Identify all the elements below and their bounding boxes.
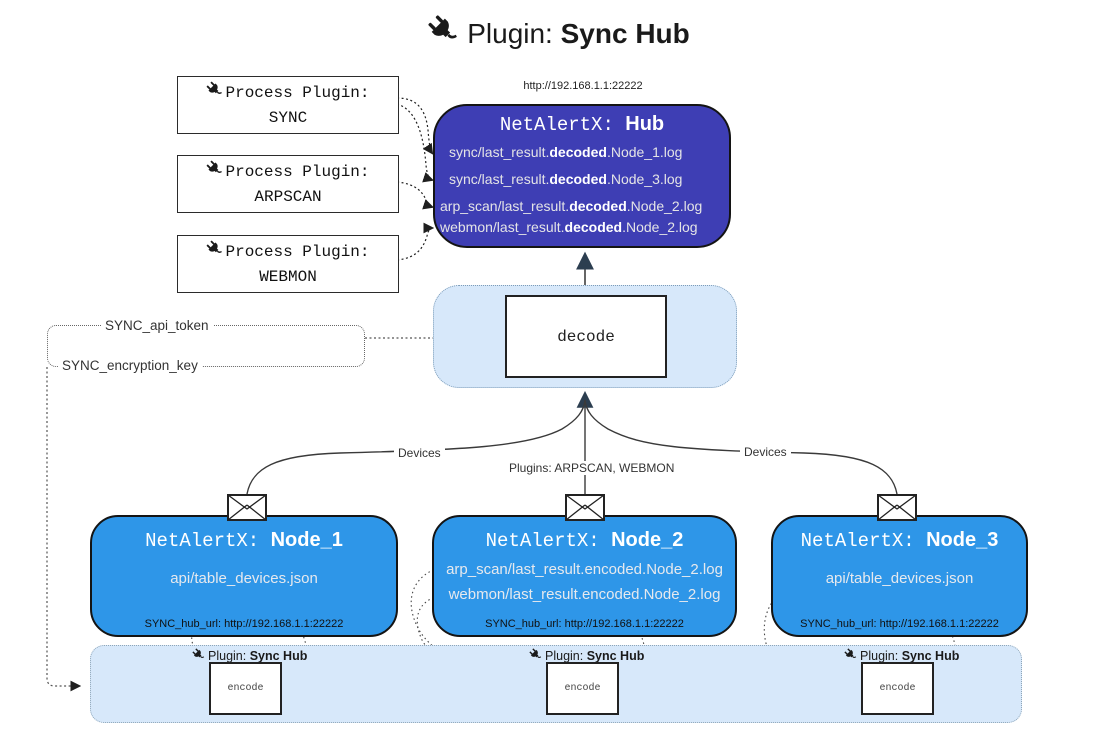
sync-encryption-key-label: SYNC_encryption_key	[58, 358, 202, 373]
process-plugin-name: SYNC	[268, 108, 308, 127]
hub-log-line: webmon/last_result.decoded.Node_2.log	[440, 219, 698, 235]
process-plugin-name: WEBMON	[259, 267, 317, 286]
node-hub-url: SYNC_hub_url: http://192.168.1.1:22222	[800, 618, 999, 630]
band-plugin-label: Plugin: Sync Hub	[844, 648, 959, 664]
hub-url: http://192.168.1.1:22222	[523, 80, 643, 92]
node-file: api/table_devices.json	[825, 570, 974, 587]
band-plugin-label: Plugin: Sync Hub	[192, 648, 307, 664]
process-plugin-name: ARPSCAN	[254, 187, 322, 206]
process-plugin-label: Process Plugin:	[225, 163, 370, 181]
decode-box: decode	[505, 295, 667, 378]
node-title: NetAlertX: Node_1	[145, 529, 343, 552]
envelope-icon	[877, 494, 917, 526]
envelope-icon	[565, 494, 605, 526]
node-file: webmon/last_result.encoded.Node_2.log	[448, 586, 721, 603]
encode-box: encode	[861, 662, 934, 715]
page-title: Plugin: Sync Hub	[0, 14, 1117, 53]
plug-icon	[192, 648, 205, 664]
plug-icon	[206, 239, 223, 265]
encode-box: encode	[546, 662, 619, 715]
process-plugin-arpscan: Process Plugin: ARPSCAN	[177, 155, 399, 213]
band-plugin-label: Plugin: Sync Hub	[529, 648, 644, 664]
node-file: api/table_devices.json	[170, 570, 318, 587]
sync-api-token-label: SYNC_api_token	[101, 318, 213, 333]
plug-icon	[206, 159, 223, 185]
hub-title: NetAlertX: Hub	[499, 113, 665, 136]
node-1-box: NetAlertX: Node_1 api/table_devices.json…	[90, 515, 398, 637]
envelope-icon	[227, 494, 267, 526]
process-plugin-label: Process Plugin:	[225, 84, 370, 102]
process-plugin-webmon: Process Plugin: WEBMON	[177, 235, 399, 293]
edge-label-devices-left: Devices	[394, 446, 445, 460]
process-plugin-label: Process Plugin:	[225, 243, 370, 261]
plug-icon	[427, 14, 459, 53]
hub-log-line: sync/last_result.decoded.Node_1.log	[449, 144, 683, 160]
plug-icon	[529, 648, 542, 664]
node-hub-url: SYNC_hub_url: http://192.168.1.1:22222	[144, 618, 344, 630]
edge-label-plugins: Plugins: ARPSCAN, WEBMON	[505, 461, 679, 475]
plug-icon	[206, 80, 223, 106]
node-3-box: NetAlertX: Node_3 api/table_devices.json…	[771, 515, 1028, 637]
node-title: NetAlertX: Node_2	[485, 529, 684, 552]
node-title: NetAlertX: Node_3	[800, 529, 999, 552]
page-title-text: Plugin: Sync Hub	[467, 17, 690, 49]
node-2-box: NetAlertX: Node_2 arp_scan/last_result.e…	[432, 515, 737, 637]
encode-box: encode	[209, 662, 282, 715]
hub-log-line: sync/last_result.decoded.Node_3.log	[449, 171, 683, 187]
plug-icon	[844, 648, 857, 664]
node-file: arp_scan/last_result.encoded.Node_2.log	[446, 561, 723, 578]
node-hub-url: SYNC_hub_url: http://192.168.1.1:22222	[485, 618, 684, 630]
process-plugin-sync: Process Plugin: SYNC	[177, 76, 399, 134]
hub-log-line: arp_scan/last_result.decoded.Node_2.log	[440, 198, 703, 214]
edge-label-devices-right: Devices	[740, 445, 791, 459]
hub-box	[433, 104, 731, 248]
